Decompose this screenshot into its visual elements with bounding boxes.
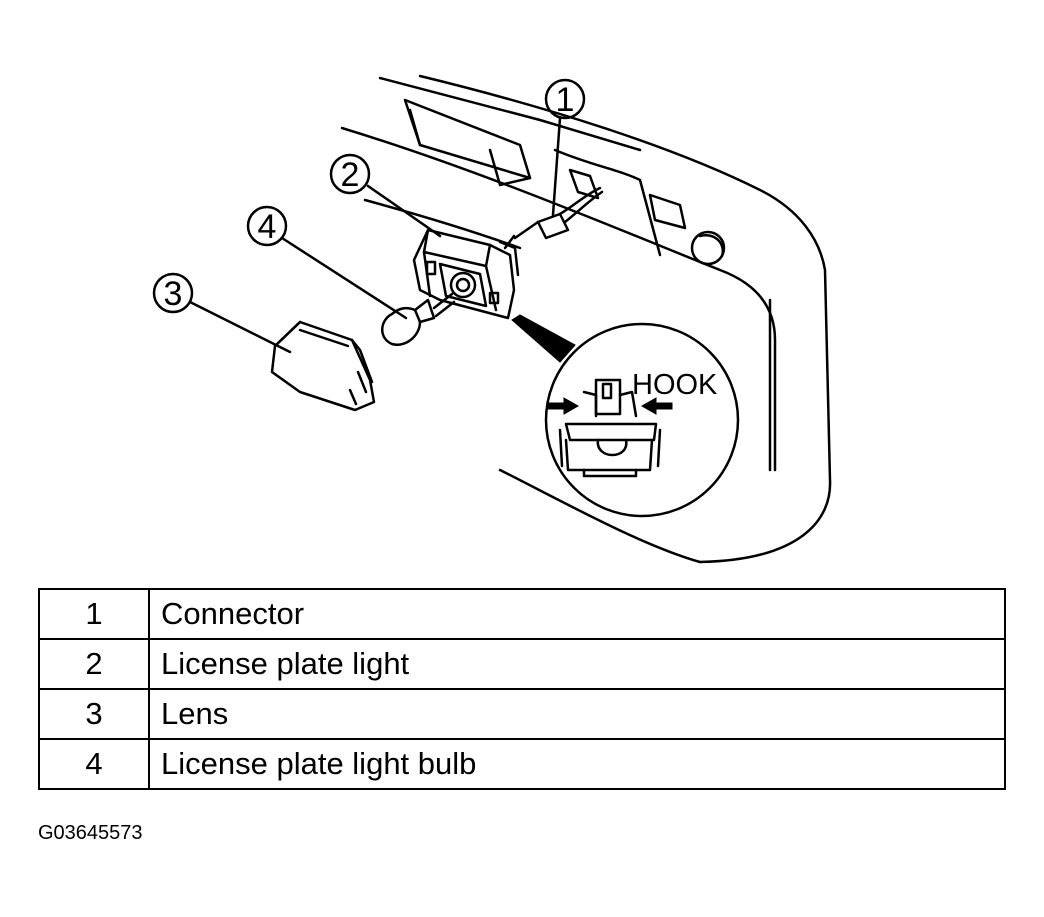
hook-arrow-left (547, 397, 580, 415)
legend-table: 1 Connector 2 License plate light 3 Lens… (38, 588, 1006, 790)
callout-circle-1 (544, 78, 586, 120)
legend-number: 1 (38, 588, 150, 640)
legend-number: 3 (38, 688, 150, 740)
legend-row: 1 Connector (38, 588, 1006, 640)
legend-description: Lens (148, 688, 1006, 740)
legend-row: 4 License plate light bulb (38, 738, 1006, 790)
callout-1: 1 (556, 81, 575, 119)
lens (270, 320, 376, 412)
legend-description: Connector (148, 588, 1006, 640)
legend-number: 2 (38, 638, 150, 690)
callout-circle-2 (329, 153, 371, 195)
detail-circle (544, 322, 740, 518)
legend-row: 3 Lens (38, 688, 1006, 740)
detail-pointer (511, 314, 576, 363)
callout-circle-3 (152, 272, 194, 314)
connector (503, 186, 604, 250)
license-plate-light (412, 228, 520, 320)
callout-circle-4 (246, 205, 288, 247)
legend-row: 2 License plate light (38, 638, 1006, 690)
leader-line-4 (280, 236, 408, 320)
body-panel (340, 74, 832, 564)
leader-line-1 (551, 116, 562, 217)
leader-line-3 (188, 300, 292, 354)
hook-label: HOOK (632, 369, 718, 401)
callout-4: 4 (258, 208, 277, 246)
callout-3: 3 (164, 275, 183, 313)
light-bulb (381, 292, 456, 347)
legend-description: License plate light bulb (148, 738, 1006, 790)
diagram: 1 2 3 4 HOOK (152, 74, 832, 564)
detail-clip-drawing (558, 378, 662, 478)
figure-id: G03645573 (38, 822, 143, 844)
callout-2: 2 (341, 156, 360, 194)
hook-arrow-right (640, 397, 673, 415)
leader-line-2 (366, 184, 442, 238)
legend-description: License plate light (148, 638, 1006, 690)
legend-number: 4 (38, 738, 150, 790)
